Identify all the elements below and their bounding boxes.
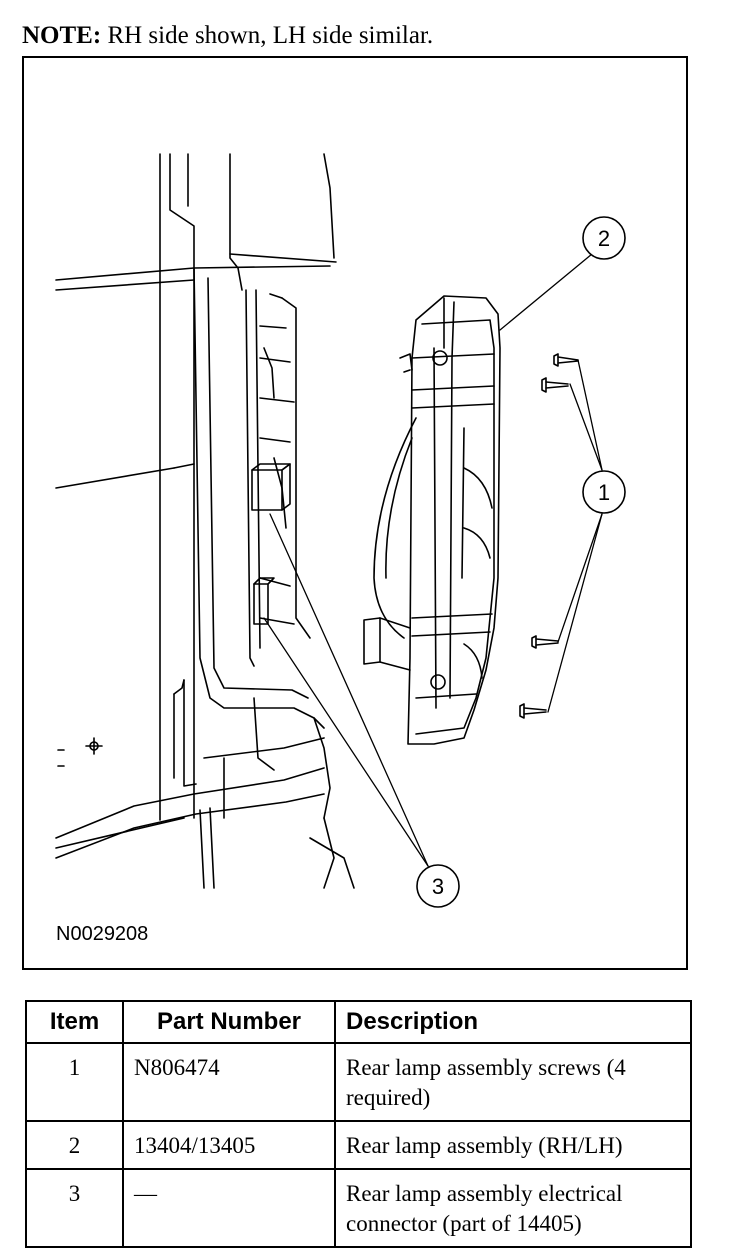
- row-description: Rear lamp assembly screws (4 required): [334, 1042, 692, 1122]
- note-text: RH side shown, LH side similar.: [107, 22, 434, 49]
- note-label: NOTE:: [22, 22, 102, 49]
- illustration-frame: 2 1 3 N0029208: [22, 56, 688, 970]
- header-part-number: Part Number: [122, 1000, 336, 1044]
- rear-lamp-illustration: 2 1 3: [55, 153, 626, 908]
- callout-2: 1: [598, 480, 610, 505]
- rear-lamp-drawing: [363, 295, 501, 745]
- leader-lines: [263, 253, 603, 867]
- note-line: NOTE: RH side shown, LH side similar.: [22, 20, 433, 52]
- callouts: [416, 216, 626, 908]
- header-item: Item: [25, 1000, 124, 1044]
- screw-2: [541, 377, 569, 393]
- table-row: 3 — Rear lamp assembly electrical connec…: [25, 1168, 692, 1248]
- table-row: 1 N806474 Rear lamp assembly screws (4 r…: [25, 1042, 692, 1122]
- callout-1: 2: [598, 226, 610, 251]
- parts-table: Item Part Number Description 1 N806474 R…: [25, 1000, 692, 1248]
- row-part-number: —: [122, 1168, 336, 1248]
- screws-drawing: [519, 353, 579, 719]
- row-item: 2: [25, 1120, 124, 1170]
- screw-4: [519, 703, 547, 719]
- figure-id: N0029208: [56, 923, 149, 945]
- row-description: Rear lamp assembly electrical connector …: [334, 1168, 692, 1248]
- header-description: Description: [334, 1000, 692, 1044]
- table-header-row: Item Part Number Description: [25, 1000, 692, 1044]
- screw-3: [531, 635, 559, 649]
- vehicle-body-drawing: [55, 153, 355, 889]
- row-part-number: 13404/13405: [122, 1120, 336, 1170]
- row-part-number: N806474: [122, 1042, 336, 1122]
- row-item: 3: [25, 1168, 124, 1248]
- row-item: 1: [25, 1042, 124, 1122]
- table-row: 2 13404/13405 Rear lamp assembly (RH/LH): [25, 1120, 692, 1170]
- screw-1: [553, 353, 579, 367]
- callout-3: 3: [432, 874, 444, 899]
- row-description: Rear lamp assembly (RH/LH): [334, 1120, 692, 1170]
